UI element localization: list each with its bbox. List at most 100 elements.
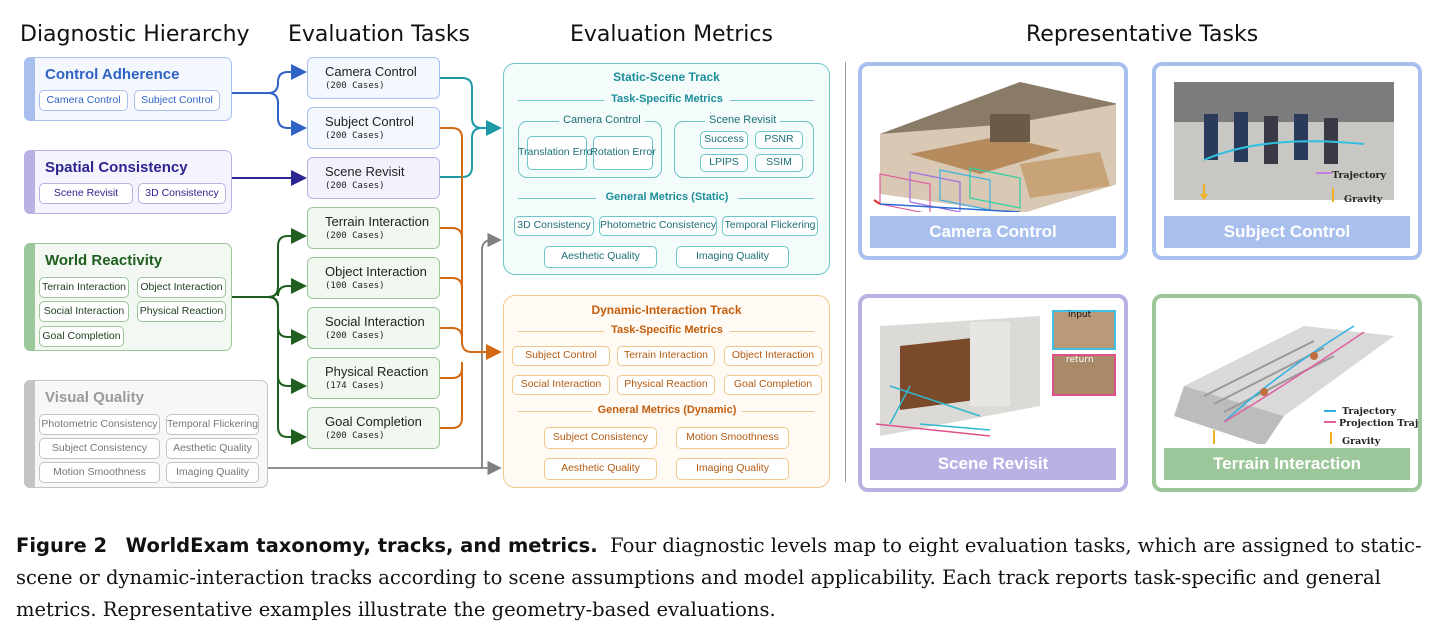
task-name: Camera Control: [325, 64, 417, 79]
task-physical-reaction: Physical Reaction (174 Cases): [307, 357, 440, 399]
metric-object-interaction: Object Interaction: [724, 346, 822, 366]
panel-camera-control: Camera Control: [858, 62, 1128, 260]
chip-physical-reaction: Physical Reaction: [137, 301, 226, 322]
dynamic-interaction-track: Dynamic-Interaction Track Task-Specific …: [503, 295, 830, 488]
metric-imaging-quality: Imaging Quality: [676, 458, 789, 480]
panel-label: Subject Control: [1164, 216, 1410, 248]
inset-return-image: [1052, 354, 1116, 396]
hierarchy-color-bar: [24, 243, 35, 351]
chip-subject-control: Subject Control: [134, 90, 220, 111]
metric-motion-smoothness: Motion Smoothness: [676, 427, 789, 449]
header-tasks: Evaluation Tasks: [288, 22, 471, 47]
inset-input-label: input: [1068, 310, 1092, 320]
group-label: Scene Revisit: [705, 114, 781, 126]
track-title: Static-Scene Track: [613, 70, 720, 84]
chip-object-interaction: Object Interaction: [137, 277, 226, 298]
task-subject-control: Subject Control (200 Cases): [307, 107, 440, 149]
metric-ssim: SSIM: [755, 154, 803, 172]
point-cloud-scene: [870, 74, 1116, 212]
metric-aesthetic-quality: Aesthetic Quality: [544, 458, 657, 480]
task-name: Subject Control: [325, 114, 414, 129]
chip-scene-revisit: Scene Revisit: [39, 183, 133, 204]
metric-3d-consistency: 3D Consistency: [514, 216, 594, 236]
task-cases: (200 Cases): [325, 81, 385, 91]
inset-return-label: return: [1066, 355, 1094, 365]
chip-terrain-interaction: Terrain Interaction: [39, 277, 129, 298]
task-name: Physical Reaction: [325, 364, 429, 379]
legend-gravity: Gravity: [1342, 436, 1381, 447]
header-hierarchy: Diagnostic Hierarchy: [20, 22, 250, 47]
figure-number: Figure 2: [16, 534, 108, 557]
metric-rotation-error: Rotation Error: [590, 136, 656, 170]
metric-imaging-quality: Imaging Quality: [676, 246, 789, 268]
panel-label: Camera Control: [870, 216, 1116, 248]
scene-revisit-group: Scene Revisit Success PSNR LPIPS SSIM: [674, 114, 814, 178]
legend-projection: Projection Traj.: [1339, 418, 1422, 429]
gravity-arrow-icon: [1332, 188, 1334, 202]
legend-gravity: Gravity: [1344, 194, 1383, 205]
task-social-interaction: Social Interaction (200 Cases): [307, 307, 440, 349]
chip-camera-control: Camera Control: [39, 90, 128, 111]
task-specific-label: Task-Specific Metrics: [604, 93, 730, 105]
hierarchy-title: Control Adherence: [45, 66, 180, 83]
metric-psnr: PSNR: [755, 131, 803, 149]
point-cloud-scene: [870, 306, 1116, 444]
task-cases: (200 Cases): [325, 131, 385, 141]
point-cloud-scene: [1164, 306, 1410, 444]
hierarchy-title: Visual Quality: [45, 389, 144, 406]
chip-temporal-flickering: Temporal Flickering: [166, 414, 259, 435]
panel-subject-control: Trajectory Gravity Subject Control: [1152, 62, 1422, 260]
task-name: Goal Completion: [325, 414, 422, 429]
task-scene-revisit: Scene Revisit (200 Cases): [307, 157, 440, 199]
static-scene-track: Static-Scene Track Task-Specific Metrics…: [503, 63, 830, 275]
legend-projection-swatch: [1324, 421, 1336, 423]
header-metrics: Evaluation Metrics: [570, 22, 773, 47]
figure-title: WorldExam taxonomy, tracks, and metrics.: [125, 534, 598, 557]
legend-trajectory-swatch: [1324, 410, 1336, 412]
gravity-arrow-icon: [1330, 432, 1332, 444]
metric-success: Success: [700, 131, 748, 149]
task-specific-label: Task-Specific Metrics: [604, 324, 730, 336]
point-cloud-scene: [1164, 74, 1410, 212]
task-name: Object Interaction: [325, 264, 427, 279]
hierarchy-visual-quality: Visual Quality Photometric Consistency T…: [24, 380, 268, 488]
task-cases: (200 Cases): [325, 331, 385, 341]
legend-trajectory: Trajectory: [1332, 170, 1387, 181]
metric-terrain-interaction: Terrain Interaction: [617, 346, 715, 366]
task-camera-control: Camera Control (200 Cases): [307, 57, 440, 99]
chip-photometric-consistency: Photometric Consistency: [39, 414, 160, 435]
task-cases: (174 Cases): [325, 381, 385, 391]
metric-goal-completion: Goal Completion: [724, 375, 822, 395]
task-name: Terrain Interaction: [325, 214, 430, 229]
metric-aesthetic-quality: Aesthetic Quality: [544, 246, 657, 268]
hierarchy-title: Spatial Consistency: [45, 159, 188, 176]
task-cases: (200 Cases): [325, 231, 385, 241]
task-object-interaction: Object Interaction (100 Cases): [307, 257, 440, 299]
hierarchy-spatial-consistency: Spatial Consistency Scene Revisit 3D Con…: [24, 150, 232, 214]
task-goal-completion: Goal Completion (200 Cases): [307, 407, 440, 449]
figure-caption: Figure 2 WorldExam taxonomy, tracks, and…: [16, 530, 1428, 626]
general-metrics-label: General Metrics (Static): [596, 191, 738, 203]
task-cases: (200 Cases): [325, 181, 385, 191]
panel-scene-revisit: input return Scene Revisit: [858, 294, 1128, 492]
legend-trajectory-swatch: [1316, 172, 1332, 174]
panel-label: Terrain Interaction: [1164, 448, 1410, 480]
chip-imaging-quality: Imaging Quality: [166, 462, 259, 483]
metric-subject-consistency: Subject Consistency: [544, 427, 657, 449]
legend-trajectory: Trajectory: [1342, 406, 1397, 417]
chip-social-interaction: Social Interaction: [39, 301, 129, 322]
chip-subject-consistency: Subject Consistency: [39, 438, 160, 459]
metric-subject-control: Subject Control: [512, 346, 610, 366]
header-representative: Representative Tasks: [1026, 22, 1259, 47]
group-label: Camera Control: [559, 114, 645, 126]
section-divider: [845, 62, 846, 482]
camera-control-group: Camera Control Translation Error Rotatio…: [518, 114, 662, 178]
metric-physical-reaction: Physical Reaction: [617, 375, 715, 395]
task-terrain-interaction: Terrain Interaction (200 Cases): [307, 207, 440, 249]
hierarchy-color-bar: [24, 380, 35, 488]
task-cases: (200 Cases): [325, 431, 385, 441]
metric-social-interaction: Social Interaction: [512, 375, 610, 395]
hierarchy-world-reactivity: World Reactivity Terrain Interaction Obj…: [24, 243, 232, 351]
panel-terrain-interaction: Trajectory Projection Traj. Gravity Terr…: [1152, 294, 1422, 492]
